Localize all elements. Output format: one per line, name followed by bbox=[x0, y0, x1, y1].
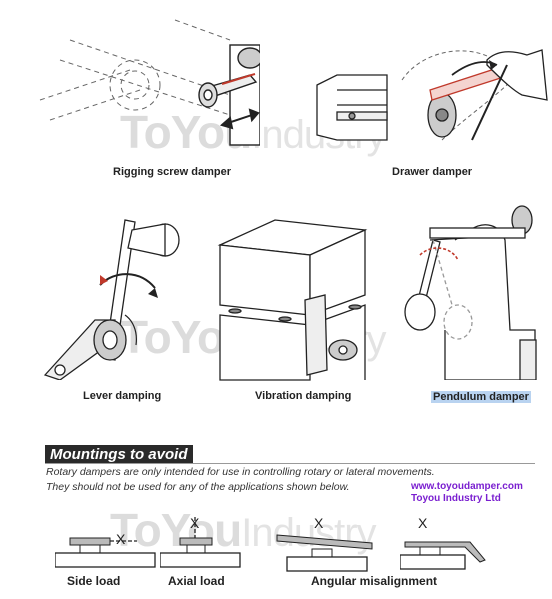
side-load-illustration bbox=[55, 537, 156, 568]
axial-load-x-mark: X bbox=[190, 515, 200, 531]
side-load-label: Side load bbox=[67, 574, 121, 588]
section-title: Mountings to avoid bbox=[45, 445, 193, 464]
vibration-damping-illustration bbox=[217, 219, 368, 381]
angular-misalignment-x-mark-1: X bbox=[314, 515, 324, 531]
caption-pendulum-damper: Pendulum damper bbox=[431, 391, 531, 403]
caption-drawer-damper: Drawer damper bbox=[392, 166, 473, 178]
angular-misalignment-label: Angular misalignment bbox=[311, 574, 438, 588]
caption-vibration-damping: Vibration damping bbox=[255, 390, 352, 402]
website-link[interactable]: www.toyoudamper.com bbox=[411, 481, 523, 492]
caption-lever-damping: Lever damping bbox=[83, 390, 162, 402]
mountings-description-line-2: They should not be used for any of the a… bbox=[46, 481, 350, 493]
angular-misalignment-illustration-1 bbox=[276, 534, 373, 572]
axial-load-label: Axial load bbox=[168, 574, 225, 588]
mountings-description-line-1: Rotary dampers are only intended for use… bbox=[46, 466, 435, 478]
company-name: Toyou Industry Ltd bbox=[411, 493, 501, 504]
angular-misalignment-x-mark-2: X bbox=[418, 515, 428, 531]
caption-rigging-screw-damper: Rigging screw damper bbox=[113, 166, 231, 178]
pendulum-damper-illustration bbox=[404, 205, 537, 380]
axial-load-illustration bbox=[160, 517, 241, 568]
lever-damping-illustration bbox=[43, 219, 180, 380]
rigging-screw-illustration bbox=[39, 19, 260, 146]
side-load-x-mark: X bbox=[116, 531, 126, 547]
angular-misalignment-illustration-2 bbox=[400, 541, 486, 570]
drawer-damper-illustration bbox=[316, 49, 548, 141]
section-divider bbox=[45, 463, 535, 464]
watermark: ToYouIndustry bbox=[110, 504, 377, 556]
